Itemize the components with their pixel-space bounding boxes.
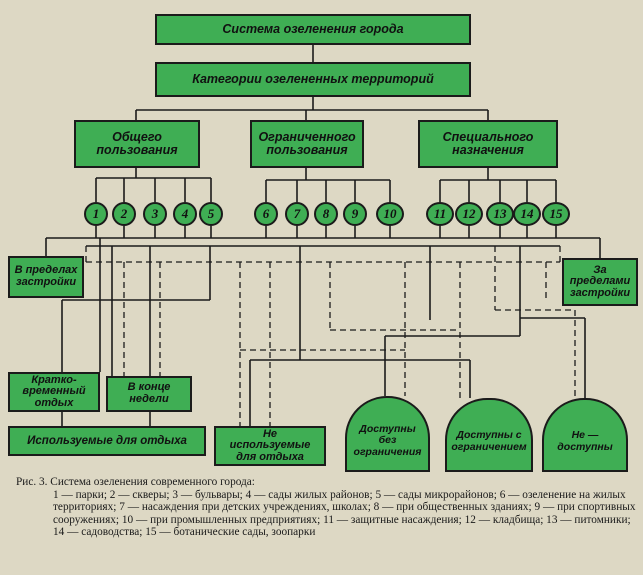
weekend-box: В конце недели xyxy=(106,376,192,412)
special-purpose-label: Специального назначения xyxy=(442,129,534,157)
short-term-rest-box: Кратко-временный отдых xyxy=(8,372,100,412)
node-6: 6 xyxy=(254,202,278,226)
used-for-rest-label: Используемые для отдыха xyxy=(27,434,187,447)
node-11: 11 xyxy=(426,202,454,226)
node-15: 15 xyxy=(542,202,570,226)
node-5: 5 xyxy=(199,202,223,226)
node-4: 4 xyxy=(173,202,197,226)
node-3-label: 3 xyxy=(151,206,159,221)
not-used-for-rest-box: Не используемые для отдыха xyxy=(214,426,326,466)
categories-label: Категории озелененных территорий xyxy=(192,71,434,86)
node-11-label: 11 xyxy=(433,206,447,221)
no-access-label: Не — доступны xyxy=(557,429,613,453)
no-access-dome: Не — доступны xyxy=(542,398,628,472)
restricted-access-label: Доступны с ограничением xyxy=(451,429,527,453)
node-13-label: 13 xyxy=(493,206,507,221)
node-8-label: 8 xyxy=(322,206,330,221)
node-9: 9 xyxy=(343,202,367,226)
node-14-label: 14 xyxy=(520,206,534,221)
general-use-box: Общего пользования xyxy=(74,120,200,168)
caption-title: Рис. 3. Система озеленения современного … xyxy=(16,476,255,488)
outside-development-label: За пределами застройки xyxy=(569,263,631,299)
system-box: Система озеленения города xyxy=(155,14,471,45)
node-2-label: 2 xyxy=(120,206,128,221)
node-7-label: 7 xyxy=(293,206,301,221)
node-14: 14 xyxy=(513,202,541,226)
node-6-label: 6 xyxy=(262,206,270,221)
node-8: 8 xyxy=(314,202,338,226)
node-9-label: 9 xyxy=(351,206,359,221)
general-use-label: Общего пользования xyxy=(96,129,178,157)
system-label: Система озеленения города xyxy=(222,21,404,36)
node-5-label: 5 xyxy=(207,206,215,221)
unrestricted-access-dome: Доступны без ограничения xyxy=(345,396,430,472)
figure-caption: Рис. 3. Система озеленения современного … xyxy=(8,476,636,539)
node-2: 2 xyxy=(112,202,136,226)
outside-development-box: За пределами застройки xyxy=(562,258,638,306)
special-purpose-box: Специального назначения xyxy=(418,120,558,168)
categories-box: Категории озелененных территорий xyxy=(155,62,471,97)
limited-use-box: Ограниченного пользования xyxy=(250,120,364,168)
node-15-label: 15 xyxy=(549,206,563,221)
node-12-label: 12 xyxy=(462,206,476,221)
within-development-box: В пределах застройки xyxy=(8,256,84,298)
limited-use-label: Ограниченного пользования xyxy=(258,129,356,157)
node-10-label: 10 xyxy=(383,206,397,221)
weekend-label: В конце недели xyxy=(127,381,171,405)
used-for-rest-box: Используемые для отдыха xyxy=(8,426,206,456)
node-12: 12 xyxy=(455,202,483,226)
node-1: 1 xyxy=(84,202,108,226)
node-4-label: 4 xyxy=(181,206,189,221)
node-7: 7 xyxy=(285,202,309,226)
within-development-label: В пределах застройки xyxy=(14,264,78,288)
node-10: 10 xyxy=(376,202,404,226)
node-1-label: 1 xyxy=(92,206,100,221)
caption-legend: 1 — парки; 2 — скверы; 3 — бульвары; 4 —… xyxy=(53,488,636,539)
short-term-rest-label: Кратко-временный отдых xyxy=(22,373,86,409)
node-3: 3 xyxy=(143,202,167,226)
restricted-access-dome: Доступны с ограничением xyxy=(445,398,533,472)
unrestricted-access-label: Доступны без ограничения xyxy=(353,422,422,458)
not-used-for-rest-label: Не используемые для отдыха xyxy=(229,427,311,463)
node-13: 13 xyxy=(486,202,514,226)
